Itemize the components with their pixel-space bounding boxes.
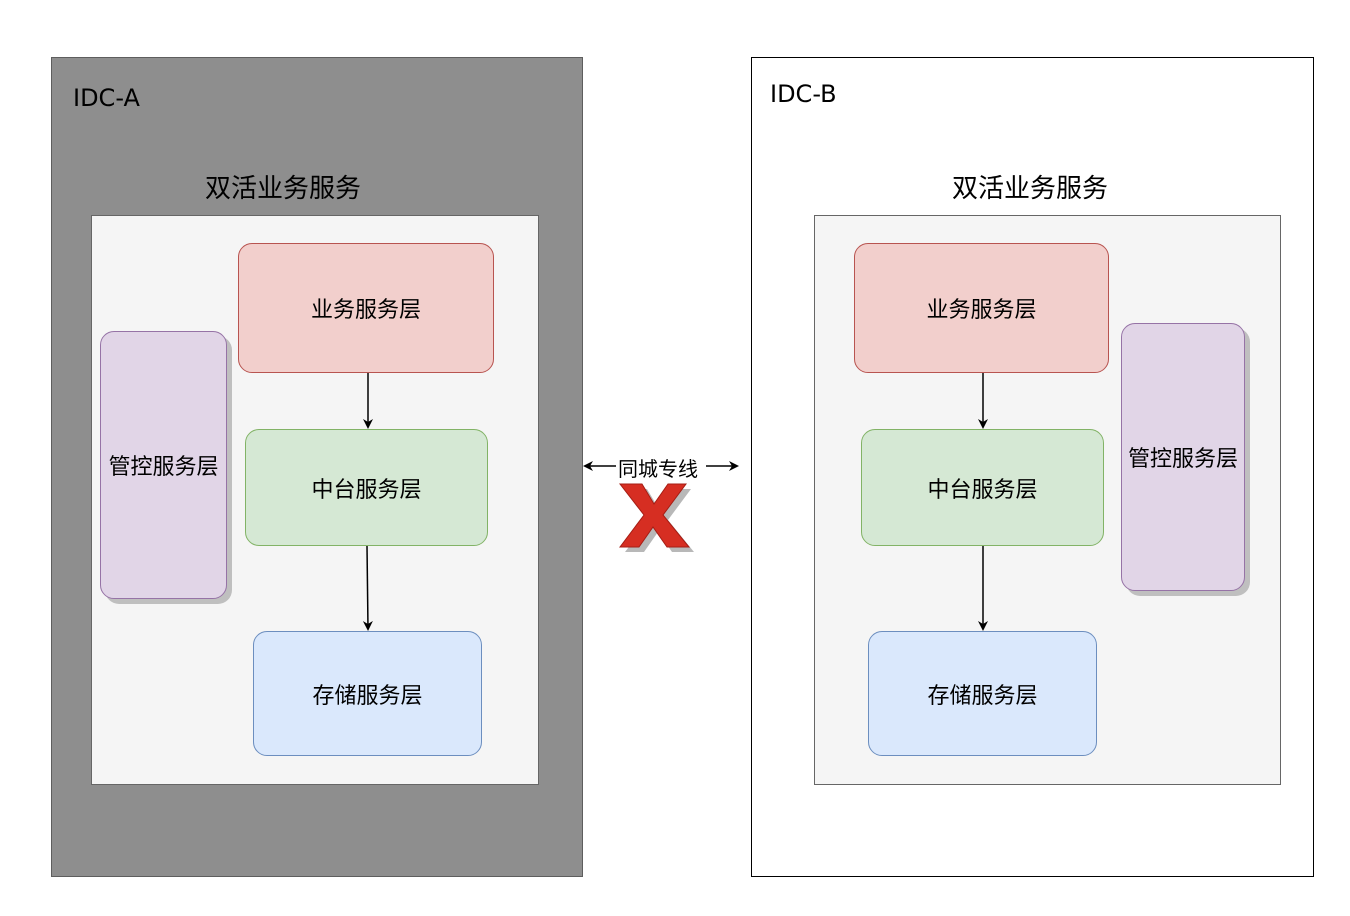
idc-a-title: IDC-A — [73, 84, 140, 112]
idc-a-middle-layer: 中台服务层 — [245, 429, 488, 546]
idc-b-business-layer-label: 业务服务层 — [926, 298, 1037, 323]
red-x-icon — [618, 483, 694, 552]
idc-a-storage-layer-label: 存储服务层 — [312, 683, 423, 709]
idc-b-business-layer: 业务服务层 — [854, 243, 1109, 373]
idc-b-storage-layer: 存储服务层 — [868, 631, 1097, 756]
idc-b-control-layer: 管控服务层 — [1121, 323, 1245, 591]
idc-b-title: IDC-B — [770, 80, 837, 108]
idc-a-control-layer: 管控服务层 — [100, 331, 227, 599]
idc-b-middle-layer: 中台服务层 — [861, 429, 1104, 546]
idc-a-business-layer: 业务服务层 — [238, 243, 494, 373]
link-label: 同城专线 — [616, 453, 700, 482]
idc-b-control-layer-label: 管控服务层 — [1127, 447, 1238, 472]
idc-a-group-title: 双活业务服务 — [204, 174, 361, 204]
idc-a-middle-layer-label: 中台服务层 — [311, 477, 422, 503]
idc-a-business-layer-label: 业务服务层 — [310, 298, 421, 323]
idc-a-control-layer-label: 管控服务层 — [108, 455, 219, 480]
idc-a-storage-layer: 存储服务层 — [253, 631, 482, 756]
idc-b-group-title: 双活业务服务 — [951, 174, 1108, 204]
idc-b-storage-layer-label: 存储服务层 — [927, 683, 1038, 709]
idc-b-middle-layer-label: 中台服务层 — [927, 477, 1038, 503]
idc-a-arrow-middle-to-storage — [362, 545, 373, 631]
